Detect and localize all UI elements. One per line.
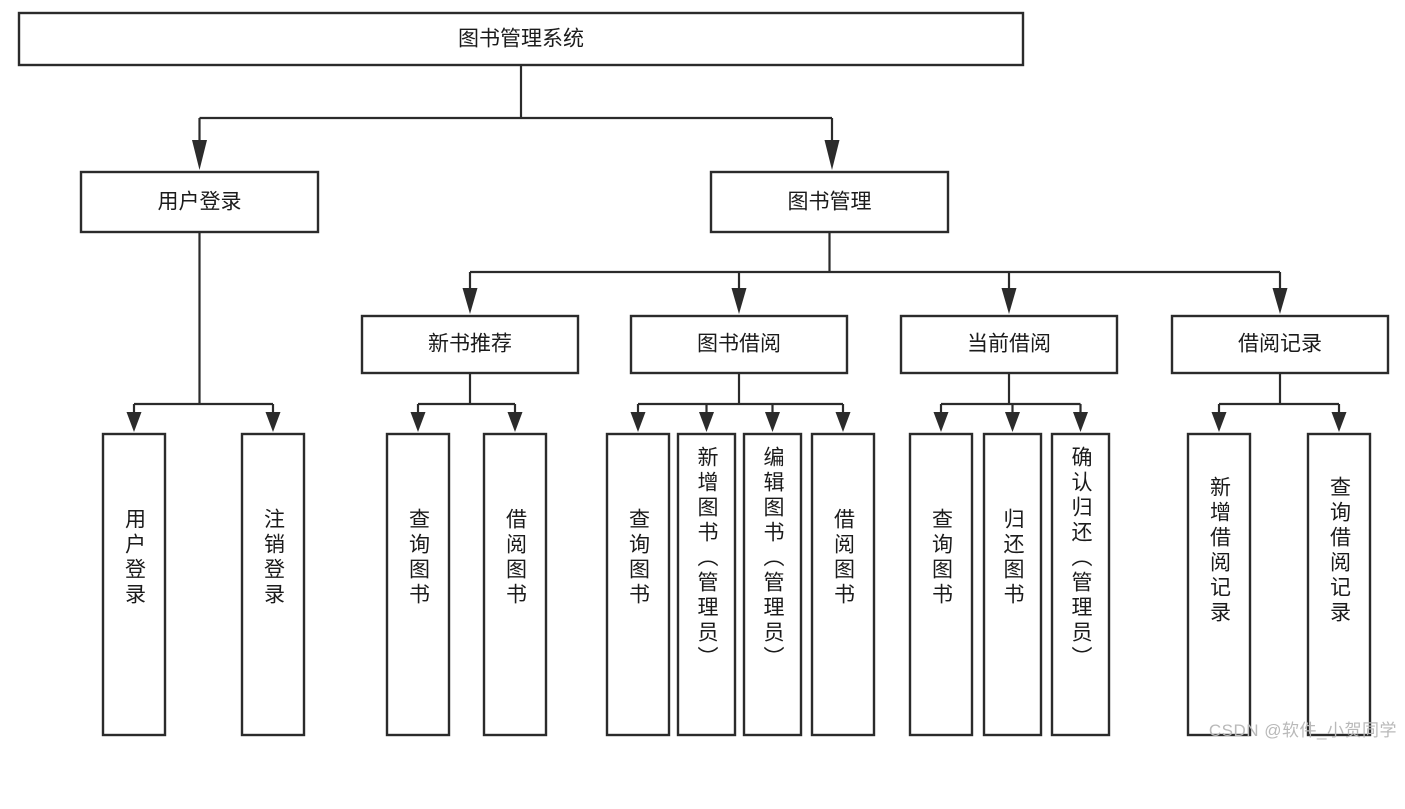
- edge-login-to-leaves: [126, 232, 281, 432]
- arrow-head-icon: [699, 412, 714, 432]
- arrow-head-icon: [824, 140, 840, 170]
- arrow-head-icon: [1073, 412, 1088, 432]
- leaf-node-query-record[interactable]: [1306, 432, 1372, 737]
- leaf-node-confirm-return[interactable]: [1050, 432, 1111, 737]
- connector-layer: [126, 65, 1347, 432]
- arrow-head-icon: [835, 412, 851, 432]
- node-book-borrow[interactable]: 图书借阅: [629, 314, 849, 375]
- arrow-head-icon: [1211, 412, 1227, 432]
- node-borrow-records-label: 借阅记录: [1238, 333, 1322, 356]
- leaf-node-add-book[interactable]: [676, 432, 737, 737]
- leaf-node-borrow-book-2[interactable]: [810, 432, 876, 737]
- arrow-head-icon: [933, 412, 949, 432]
- node-book-management-label: 图书管理: [788, 191, 872, 214]
- arrow-head-icon: [192, 140, 207, 170]
- edge-newbook-to-leaves: [410, 373, 523, 432]
- node-current-borrow[interactable]: 当前借阅: [899, 314, 1119, 375]
- edge-borrow-to-leaves: [630, 373, 851, 432]
- arrow-head-icon: [731, 288, 747, 314]
- edge-current-to-leaves: [933, 373, 1088, 432]
- leaf-node-add-record[interactable]: [1186, 432, 1252, 737]
- leaf-node-user-login[interactable]: [101, 432, 167, 737]
- leaf-node-query-book-2[interactable]: [605, 432, 671, 737]
- node-new-book-recommend-label: 新书推荐: [428, 333, 512, 356]
- leaf-node-query-book-1[interactable]: [385, 432, 451, 737]
- leaf-node-edit-book[interactable]: [742, 432, 803, 737]
- node-borrow-records[interactable]: 借阅记录: [1170, 314, 1390, 375]
- leaf-node-query-book-3[interactable]: [908, 432, 974, 737]
- node-book-management[interactable]: 图书管理: [709, 170, 950, 234]
- arrow-head-icon: [265, 412, 281, 432]
- hierarchy-tree-svg: 图书管理系统 用户登录 图书管理 新书推荐 图书借阅 当前借阅 借阅记录: [17, 11, 1390, 737]
- node-root[interactable]: 图书管理系统: [17, 11, 1025, 67]
- edge-records-to-leaves: [1211, 373, 1347, 432]
- arrow-head-icon: [126, 412, 142, 432]
- node-current-borrow-label: 当前借阅: [967, 333, 1051, 356]
- leaf-node-return-book[interactable]: [982, 432, 1043, 737]
- arrow-head-icon: [507, 412, 523, 432]
- arrow-head-icon: [1272, 288, 1288, 314]
- leaf-node-borrow-book-1[interactable]: [482, 432, 548, 737]
- arrow-head-icon: [630, 412, 646, 432]
- edge-bookmgmt-to-level2: [462, 232, 1288, 314]
- arrow-head-icon: [462, 288, 478, 314]
- arrow-head-icon: [765, 412, 780, 432]
- node-new-book-recommend[interactable]: 新书推荐: [360, 314, 580, 375]
- arrow-head-icon: [1331, 412, 1347, 432]
- arrow-head-icon: [1001, 288, 1017, 314]
- arrow-head-icon: [1005, 412, 1020, 432]
- edge-root-to-level1: [192, 65, 840, 170]
- node-book-borrow-label: 图书借阅: [697, 333, 781, 356]
- arrow-head-icon: [410, 412, 426, 432]
- leaf-node-user-logout[interactable]: [240, 432, 306, 737]
- node-root-label: 图书管理系统: [458, 28, 584, 51]
- diagram-canvas: 图书管理系统 用户登录 图书管理 新书推荐 图书借阅 当前借阅 借阅记录: [17, 11, 1396, 740]
- node-user-login-label: 用户登录: [158, 191, 242, 214]
- node-user-login[interactable]: 用户登录: [79, 170, 320, 234]
